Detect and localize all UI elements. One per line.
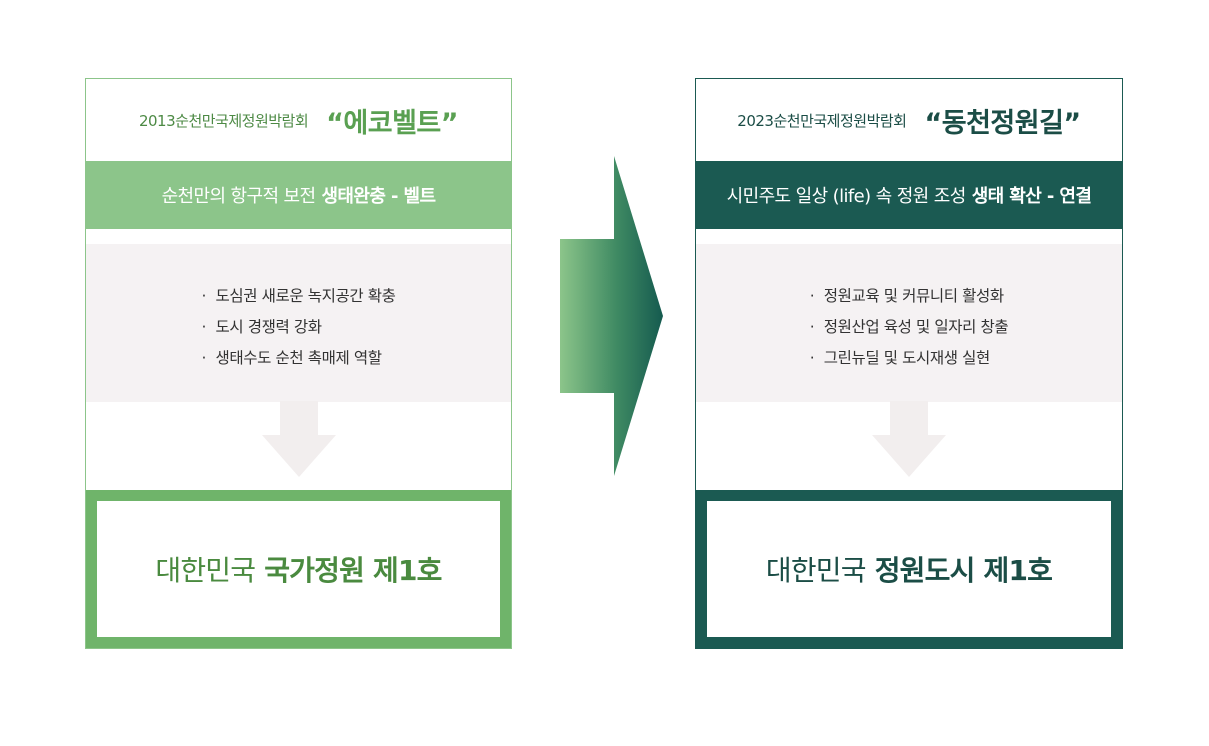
list-item: ·그린뉴딜 및 도시재생 실현 xyxy=(809,349,990,367)
result-prefix: 대한민국 xyxy=(155,554,256,587)
goals-list: ·도심권 새로운 녹지공간 확충 ·도시 경쟁력 강화 ·생태수도 순천 촉매제… xyxy=(202,281,396,402)
expo-theme: “동천정원길” xyxy=(924,107,1081,139)
result-title: 국가정원 제1호 xyxy=(264,554,442,587)
down-arrow-icon xyxy=(872,401,946,477)
concept-highlight: 생태 확산 - 연결 xyxy=(971,186,1092,207)
result-title: 정원도시 제1호 xyxy=(874,554,1053,587)
list-item: ·정원산업 육성 및 일자리 창출 xyxy=(809,318,1009,336)
list-item: ·도시 경쟁력 강화 xyxy=(201,318,322,336)
list-item: ·도심권 새로운 녹지공간 확충 xyxy=(201,287,396,305)
concept-text: 순천만의 항구적 보전 xyxy=(161,186,316,207)
result-inner: 대한민국 국가정원 제1호 xyxy=(97,501,500,637)
panel-title: 2023순천만국제정원박람회 “동천정원길” xyxy=(696,79,1122,161)
panel-2013-expo: 2013순천만국제정원박람회 “에코벨트” 순천만의 항구적 보전 생태완충 -… xyxy=(85,78,512,649)
result-inner: 대한민국 정원도시 제1호 xyxy=(707,501,1111,637)
result-prefix: 대한민국 xyxy=(765,554,867,587)
concept-band: 시민주도 일상 (life) 속 정원 조성 생태 확산 - 연결 xyxy=(696,161,1122,229)
goals-box: ·정원교육 및 커뮤니티 활성화 ·정원산업 육성 및 일자리 창출 ·그린뉴딜… xyxy=(696,244,1122,402)
down-arrow-icon xyxy=(261,401,336,477)
result-box: 대한민국 정원도시 제1호 xyxy=(696,490,1122,648)
concept-band: 순천만의 항구적 보전 생태완충 - 벨트 xyxy=(86,161,511,229)
list-item: ·정원교육 및 커뮤니티 활성화 xyxy=(809,287,1004,305)
right-arrow-icon xyxy=(560,156,663,476)
concept-text: 시민주도 일상 (life) 속 정원 조성 xyxy=(726,186,967,207)
goals-box: ·도심권 새로운 녹지공간 확충 ·도시 경쟁력 강화 ·생태수도 순천 촉매제… xyxy=(86,244,511,402)
expo-name: 2013순천만국제정원박람회 xyxy=(138,111,309,130)
expo-theme: “에코벨트” xyxy=(326,107,459,139)
list-item: ·생태수도 순천 촉매제 역할 xyxy=(201,349,382,367)
panel-title: 2013순천만국제정원박람회 “에코벨트” xyxy=(86,79,511,161)
expo-name: 2023순천만국제정원박람회 xyxy=(737,111,907,130)
concept-highlight: 생태완충 - 벨트 xyxy=(321,186,436,207)
panel-2023-expo: 2023순천만국제정원박람회 “동천정원길” 시민주도 일상 (life) 속 … xyxy=(695,78,1123,649)
goals-list: ·정원교육 및 커뮤니티 활성화 ·정원산업 육성 및 일자리 창출 ·그린뉴딜… xyxy=(809,281,1009,402)
result-box: 대한민국 국가정원 제1호 xyxy=(86,490,511,648)
